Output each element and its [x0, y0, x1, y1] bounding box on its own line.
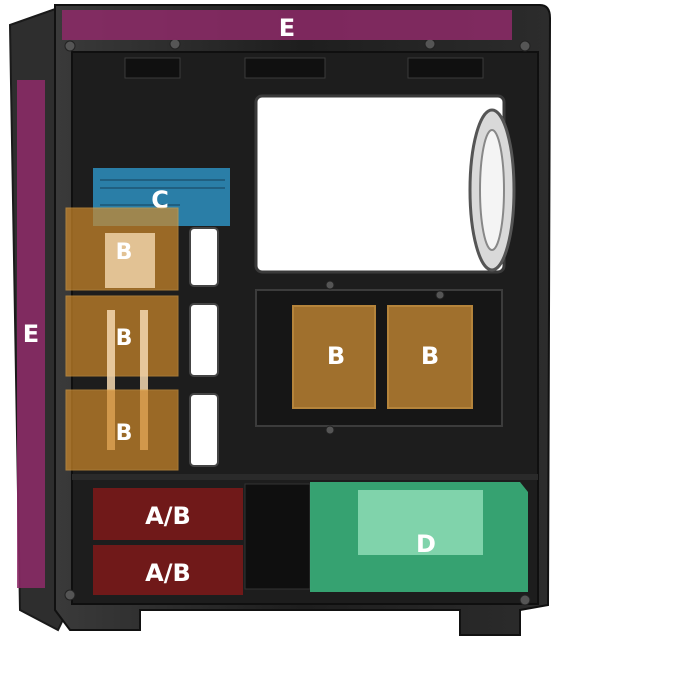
top-slot-2 [244, 57, 326, 79]
io-board-icon [100, 179, 225, 206]
zone-b-1-label: B [116, 240, 133, 265]
screws [64, 38, 531, 606]
ssd-slot-1 [105, 233, 155, 288]
zone-b-4-label: B [327, 342, 345, 370]
zone-c-label: C [151, 186, 169, 214]
rear-fan-icon [468, 108, 516, 272]
hdd-cage-area [244, 483, 311, 590]
zone-e-top: E [62, 10, 512, 42]
ssd-rail-left [107, 310, 115, 450]
zone-e-side: E [17, 80, 45, 588]
zone-ab-hdd-1: A/B [93, 488, 243, 540]
cpu-cutout [254, 94, 506, 274]
zone-d-label: D [416, 530, 436, 558]
zone-d-psu: D [310, 482, 528, 592]
zone-e-side-label: E [23, 320, 39, 348]
zone-b-ssd-1: B [65, 207, 179, 291]
psu-shroud-divider [72, 474, 538, 480]
zone-b-5-label: B [421, 342, 439, 370]
zone-ab-hdd-2: A/B [93, 545, 243, 595]
zone-b-2-label: B [116, 326, 133, 351]
cable-cutout-3 [189, 393, 219, 467]
zone-b-ssd-5: B [387, 305, 473, 409]
cable-cutout-2 [189, 303, 219, 377]
cable-cutout-1 [189, 227, 219, 287]
top-slot-1 [124, 57, 181, 79]
ssd-rail-right [140, 310, 148, 450]
zone-ab-1-label: A/B [145, 502, 191, 530]
zone-b-3-label: B [116, 421, 133, 446]
zone-b-ssd-3: B [65, 389, 179, 471]
zone-ab-2-label: A/B [145, 559, 191, 587]
zone-b-ssd-2: B [65, 295, 179, 450]
zone-e-top-label: E [279, 14, 295, 42]
top-slot-3 [407, 57, 484, 79]
psu-window [358, 490, 483, 555]
zone-b-ssd-4: B [292, 305, 376, 409]
